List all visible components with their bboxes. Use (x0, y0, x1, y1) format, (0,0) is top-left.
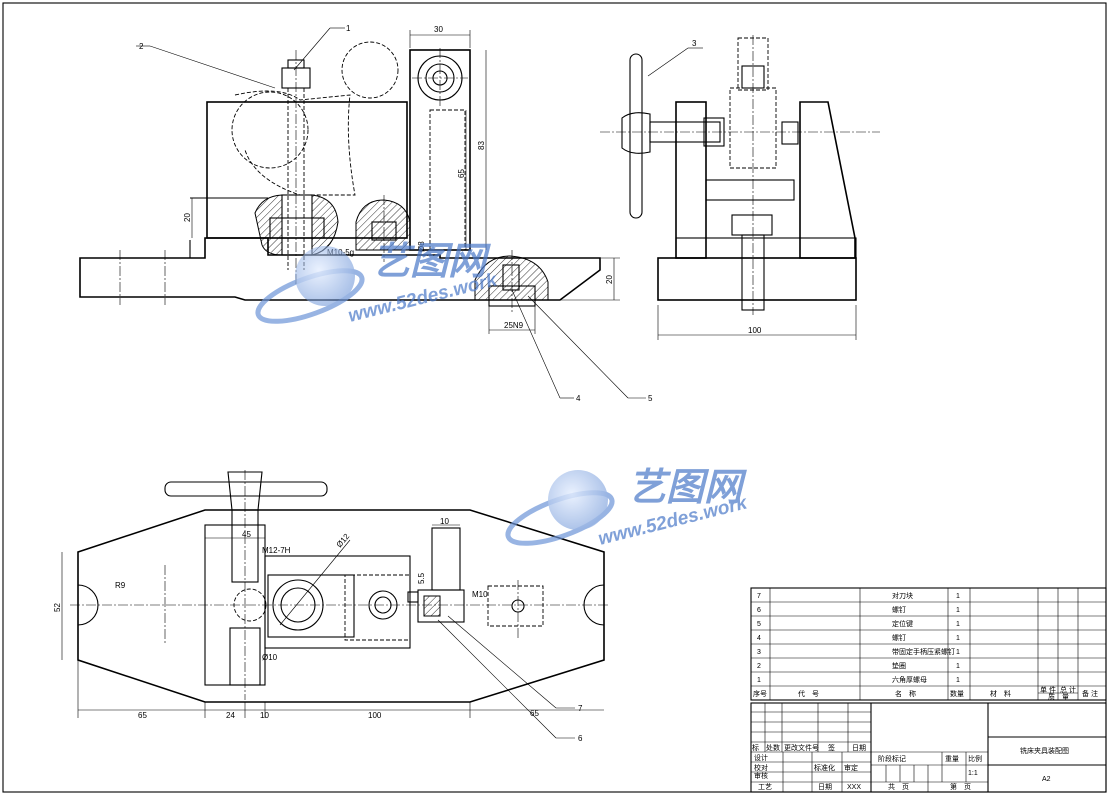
bom-row-name: 对刀块 (892, 591, 913, 600)
tb-sheets: 共 页 (888, 782, 909, 791)
bom-row-name: 垫圈 (892, 661, 906, 670)
dim-5-5: 5.5 (417, 572, 426, 584)
bom-header-single: 单 件 (1040, 685, 1056, 694)
bom-row-name: 螺钉 (892, 633, 906, 642)
bom-row-no: 1 (757, 677, 761, 684)
dim-m12: M12-7H (262, 546, 291, 555)
tb-date: 日期 (818, 783, 832, 791)
bom-row-no: 5 (757, 621, 761, 628)
front-view: 30 83 65 20 M10-5g Ø8 20 25N9 1 2 4 5 (79, 24, 653, 403)
balloon-5: 5 (648, 394, 653, 403)
bom-header-name: 名 称 (895, 689, 916, 698)
dim-side-100: 100 (748, 326, 762, 335)
dim-52: 52 (53, 603, 62, 612)
tb-weight: 重量 (945, 755, 959, 763)
bom-header-weight: 质 量 (1048, 692, 1069, 701)
bom-row-name: 六角厚螺母 (892, 675, 927, 684)
bom-header-remark: 备 注 (1082, 689, 1098, 698)
dim-10b: 10 (260, 711, 269, 720)
bom-row-name: 带固定手柄压紧螺钉 (892, 647, 955, 656)
bom-row-name: 定位键 (892, 619, 913, 628)
tb-design: 设计 (754, 753, 768, 762)
watermark-center: 艺图网 www.52des.work (505, 467, 750, 550)
tb-process: 工艺 (758, 783, 772, 791)
tb-approve: 审核 (754, 771, 768, 780)
balloon-3: 3 (692, 39, 697, 48)
bom-row-no: 7 (757, 593, 761, 600)
tb-date-val: XXX (847, 784, 861, 791)
dim-30: 30 (434, 25, 443, 34)
dim-phi12: Ø12 (335, 531, 352, 549)
dim-m10: M10 (472, 590, 488, 599)
bom-header-qty: 数量 (950, 689, 964, 698)
watermark-cn-center: 艺图网 (628, 467, 747, 509)
tb-scale: 比例 (968, 754, 982, 763)
tb-std: 标准化 (814, 763, 835, 772)
balloon-4: 4 (576, 394, 581, 403)
tb-review: 审定 (844, 763, 858, 772)
dim-20: 20 (183, 213, 192, 222)
dim-25n9: 25N9 (504, 321, 524, 330)
bom-row-qty: 1 (956, 677, 960, 684)
balloon-1: 1 (346, 24, 351, 33)
dim-100: 100 (368, 711, 382, 720)
bom-header-code: 代 号 (798, 689, 819, 698)
bom-row-qty: 1 (956, 663, 960, 670)
bom-row-no: 2 (757, 663, 761, 670)
bom-header-no: 序号 (753, 689, 767, 698)
tb-rev-date: 日期 (852, 744, 866, 752)
tb-rev-mark: 标 (752, 743, 759, 752)
dim-phi8: Ø8 (417, 241, 426, 252)
bom-header-material: 材 料 (990, 689, 1011, 698)
tb-rev-doc: 更改文件号 (784, 743, 819, 752)
dim-phi10: Ø10 (262, 653, 278, 662)
dim-24: 24 (226, 711, 235, 720)
side-view: 100 3 (600, 35, 880, 340)
dim-83: 83 (477, 141, 486, 150)
dim-10-top: 10 (440, 517, 449, 526)
tb-sheet: 第 页 (950, 782, 971, 791)
balloon-7: 7 (578, 704, 583, 713)
tb-stage: 阶段标记 (878, 754, 906, 763)
title-block: 标 处数 更改文件号 签 日期 设计 标准化 校对 审核 工艺 审定 日期 XX… (750, 702, 1107, 793)
bom-row-no: 3 (757, 649, 761, 656)
tb-rev-count: 处数 (766, 743, 780, 752)
bom-row-name: 螺钉 (892, 605, 906, 614)
dim-45: 45 (242, 530, 251, 539)
balloon-6: 6 (578, 734, 583, 743)
balloon-2: 2 (139, 42, 144, 51)
tb-rev-sign: 签 (828, 743, 835, 752)
bom-row-qty: 1 (956, 607, 960, 614)
tb-drawing-title: 铣床夹具装配图 (1020, 746, 1069, 755)
dim-r9: R9 (115, 581, 126, 590)
tb-size: A2 (1042, 776, 1051, 783)
plan-view: 65 24 10 100 65 52 R9 45 M12-7H Ø12 Ø10 … (53, 470, 610, 743)
dim-65: 65 (457, 169, 466, 178)
tb-check: 校对 (754, 763, 768, 772)
watermark-cn-top: 艺图网 (372, 241, 491, 283)
bom-header-total: 总 计 (1060, 685, 1076, 694)
dim-65-right: 65 (530, 709, 539, 718)
bom-row-no: 6 (757, 607, 761, 614)
bom-row-qty: 1 (956, 621, 960, 628)
bom-row-qty: 1 (956, 649, 960, 656)
dim-65-left: 65 (138, 711, 147, 720)
bom-row-qty: 1 (956, 593, 960, 600)
bom-row-no: 4 (757, 635, 761, 642)
bom-row-qty: 1 (956, 635, 960, 642)
tb-scale-val: 1:1 (968, 770, 978, 777)
dim-key-h: 20 (605, 275, 614, 284)
